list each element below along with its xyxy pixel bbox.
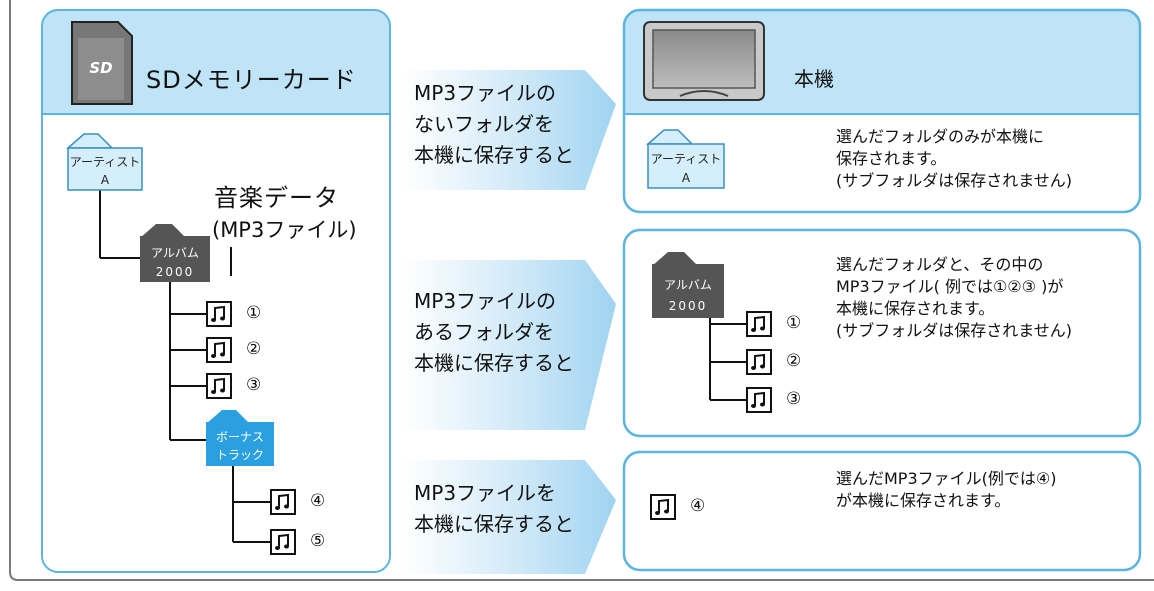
artist-folder-label: アーティスト <box>70 155 141 169</box>
artist-folder-device: アーティスト A <box>646 129 725 189</box>
music-note-icon <box>206 337 232 363</box>
music-note-icon <box>746 349 772 375</box>
music-note-icon <box>206 301 232 327</box>
sd-card-icon: SD <box>71 21 133 105</box>
arrow-2 <box>404 260 616 430</box>
bonus-folder-label: ボーナス <box>216 430 264 444</box>
track-number: ④ <box>690 496 706 516</box>
music-note-icon <box>270 529 296 555</box>
artist-folder-sublabel: A <box>101 173 110 187</box>
album-folder-device: アルバム 2000 <box>652 252 724 318</box>
track-number: ① <box>786 313 802 333</box>
music-data-sublabel: (MP3ファイル) <box>212 218 357 242</box>
music-note-icon <box>746 387 772 413</box>
track-number: ② <box>246 339 262 359</box>
artist-folder-sublabel: A <box>682 171 691 185</box>
music-note-icon <box>746 311 772 337</box>
arrow-1 <box>404 70 616 190</box>
music-data-label: 音楽データ <box>214 184 339 212</box>
album-folder-sublabel: 2000 <box>156 265 195 279</box>
artist-folder-label: アーティスト <box>651 152 722 166</box>
outer-frame <box>9 0 1154 581</box>
sd-logo: SD <box>89 59 112 77</box>
album-folder-sd: アルバム 2000 <box>140 224 210 282</box>
track-number: ⑤ <box>310 531 326 551</box>
track-number: ④ <box>310 491 326 511</box>
arrow-1-label: MP3ファイルの ないフォルダを 本機に保存すると <box>414 81 574 167</box>
track-number: ① <box>246 303 262 323</box>
track-number: ③ <box>246 375 262 395</box>
arrow-3 <box>404 460 616 574</box>
result-panel-file <box>622 450 1142 572</box>
result-1-text: 選んだフォルダのみが本機に 保存されます。 (サブフォルダは保存されません) <box>836 127 1073 190</box>
arrow-3-label: MP3ファイルを 本機に保存すると <box>414 481 574 536</box>
music-note-icon <box>206 373 232 399</box>
music-note-icon <box>650 494 676 520</box>
monitor-icon <box>643 21 765 101</box>
device-title: 本機 <box>794 67 834 91</box>
album-folder-label: アルバム <box>664 278 712 292</box>
device-tree-lines <box>709 318 746 401</box>
sd-card-title: SDメモリーカード <box>146 66 357 94</box>
result-2-text: 選んだフォルダと、その中の MP3ファイル( 例では①②③ )が 本機に保存され… <box>836 255 1073 340</box>
bonus-folder-sublabel: トラック <box>216 448 264 462</box>
track-number: ② <box>786 351 802 371</box>
bonus-folder-sd: ボーナス トラック <box>206 410 274 466</box>
album-folder-sublabel: 2000 <box>669 299 708 313</box>
artist-folder-sd: アーティスト A <box>66 133 143 191</box>
track-number: ③ <box>786 389 802 409</box>
result-panel-folder-with-files <box>622 228 1142 438</box>
arrow-2-label: MP3ファイルの あるフォルダを 本機に保存すると <box>414 289 574 375</box>
music-note-icon <box>270 489 296 515</box>
album-folder-label: アルバム <box>151 246 199 260</box>
sd-tree-lines <box>99 190 270 543</box>
result-3-text: 選んだMP3ファイル(例では④) が本機に保存されます。 <box>836 469 1057 510</box>
